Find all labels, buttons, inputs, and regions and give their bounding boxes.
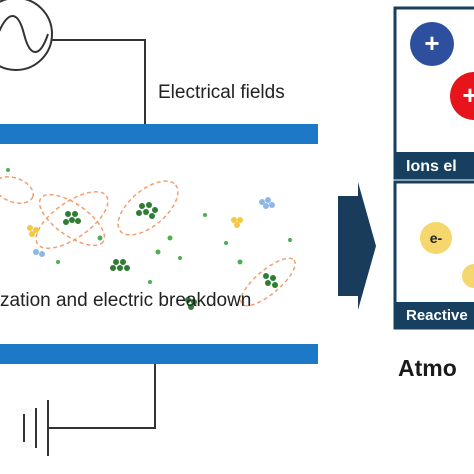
orbit-paths: [0, 176, 296, 307]
positive-ion-blue-icon: [410, 22, 454, 66]
panel-reactive-title: Reactive: [406, 307, 468, 324]
top-electrode: [0, 124, 318, 144]
svg-text:+: +: [462, 80, 474, 110]
electrical-fields-label: Electrical fields: [158, 82, 285, 103]
free-particles: [6, 168, 292, 284]
process-arrow-icon: [338, 182, 376, 310]
ac-source-icon: [0, 0, 53, 71]
panel-ions: + +: [393, 6, 474, 180]
electron-partial-icon: [462, 264, 474, 288]
svg-text:+: +: [424, 28, 439, 58]
svg-text:e-: e-: [430, 230, 443, 246]
bottom-electrode: [0, 344, 318, 364]
breakdown-label: zation and electric breakdown: [0, 290, 252, 311]
ground-symbol-icon: [23, 400, 49, 456]
molecule-clusters: [63, 202, 278, 310]
positive-ion-red-icon: [450, 72, 474, 120]
blue-clusters: [33, 197, 275, 257]
top-wire: [52, 39, 146, 124]
panel-ions-title: Ions el: [406, 158, 457, 175]
yellow-clusters: [27, 217, 243, 237]
panel-reactive: e-: [393, 180, 474, 330]
electron-icon: [420, 222, 452, 254]
atmospheric-label: Atmo: [398, 355, 457, 381]
ground-wire: [48, 364, 156, 429]
